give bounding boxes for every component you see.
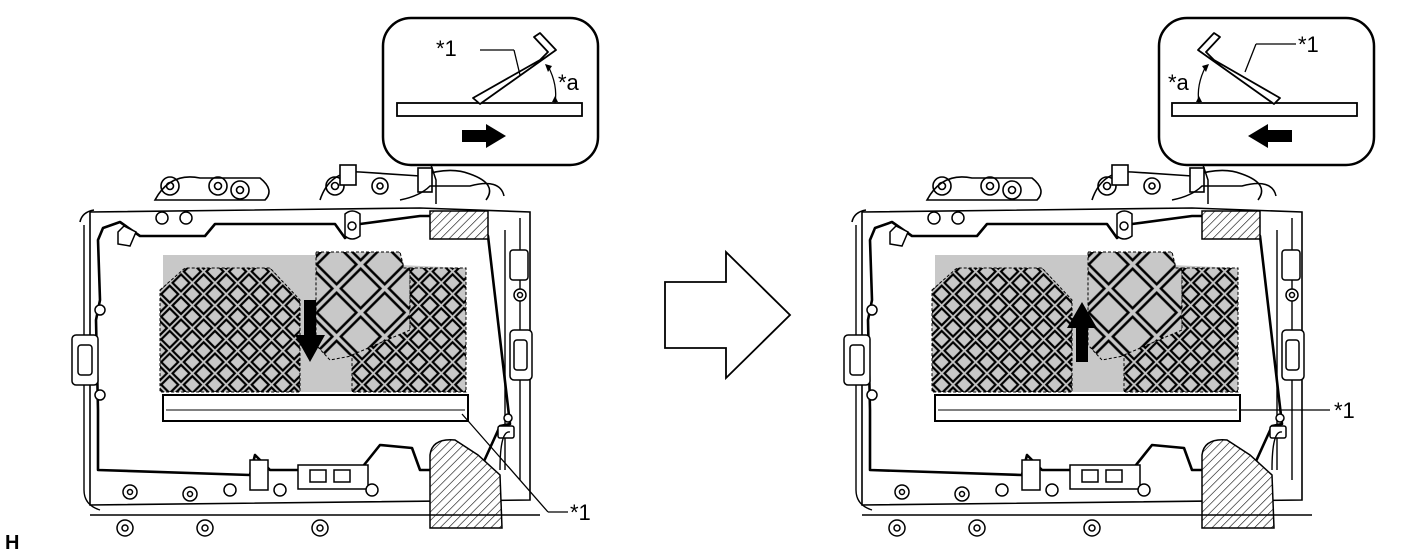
inset-part-label: *1: [1298, 32, 1319, 57]
part-label-right: *1: [1334, 398, 1355, 423]
inset-box: [1157, 16, 1376, 167]
right-arrow-icon: [462, 124, 506, 148]
panel-after: *1 *a *1: [842, 16, 1376, 538]
inset-angle-label: *a: [1168, 70, 1190, 95]
part-label-bottom: *1: [570, 500, 591, 525]
up-arrow-icon: [1067, 302, 1097, 362]
right-arrow-icon: [664, 249, 792, 381]
down-arrow-icon: [295, 300, 325, 362]
inset-angle-label: *a: [558, 70, 580, 95]
left-arrow-icon: [1248, 124, 1292, 148]
inset-box: [381, 16, 600, 167]
panel-before: *1 *a *1: [70, 16, 600, 538]
corner-code: H: [5, 532, 19, 554]
inset-part-label: *1: [436, 36, 457, 61]
